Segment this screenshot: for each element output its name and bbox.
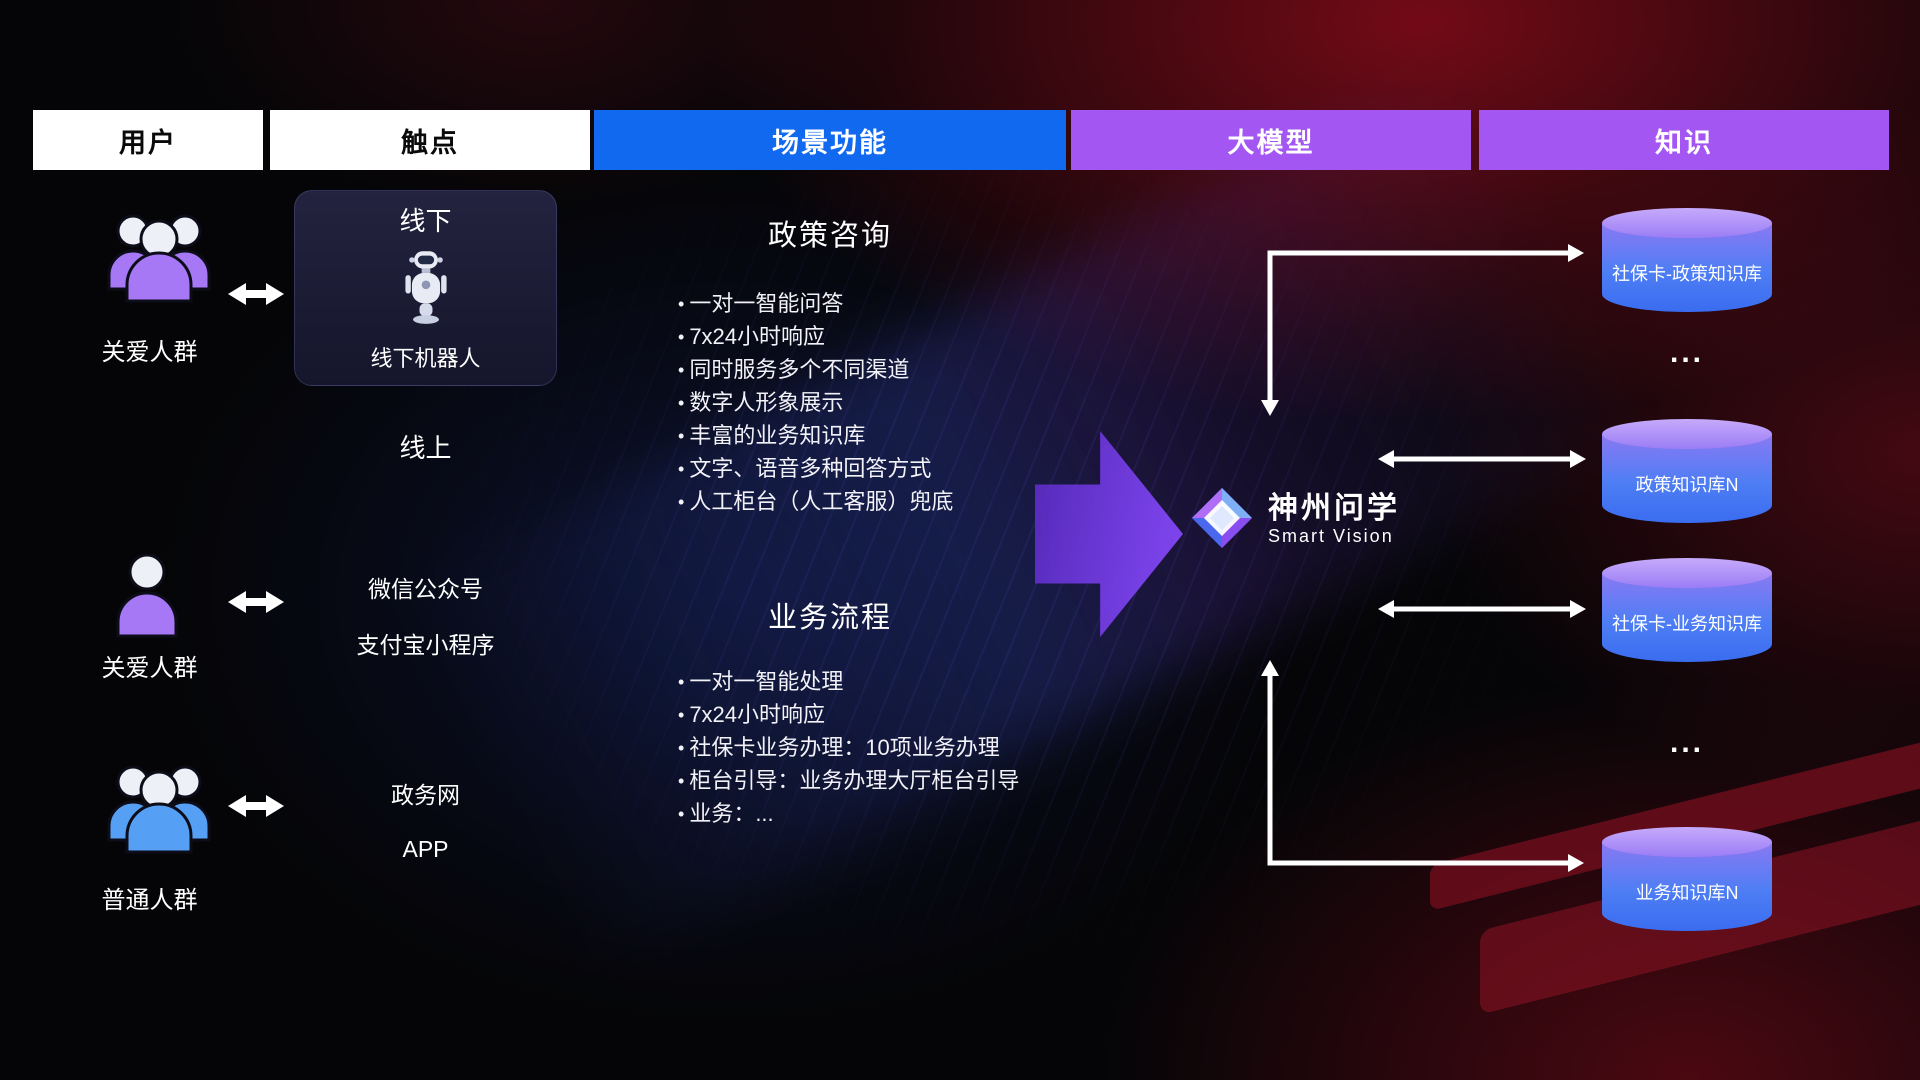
offline-title: 线下 (399, 206, 452, 236)
database-cylinder-business-n: 业务知识库N (1602, 827, 1772, 931)
list-item: 丰富的业务知识库 (678, 420, 953, 453)
list-item: 社保卡业务办理：10项业务办理 (678, 732, 1019, 765)
list-item: 人工柜台（人工客服）兜底 (678, 486, 953, 519)
database-cylinder-policy-shebao: 社保卡-政策知识库 (1602, 208, 1772, 312)
user-group-label: 普通人群 (101, 887, 198, 914)
offline-robot-label: 线下机器人 (370, 346, 481, 371)
list-item: 文字、语音多种回答方式 (678, 453, 953, 486)
list-item: 同时服务多个不同渠道 (678, 354, 953, 387)
model-logo-block: 神州问学 Smart Vision (1190, 486, 1400, 555)
cylinder-top (1602, 827, 1772, 857)
list-item: 一对一智能问答 (678, 288, 953, 321)
list-item: 业务：... (678, 798, 1019, 831)
list-item: 数字人形象展示 (678, 387, 953, 420)
gem-diamond-icon (1190, 486, 1254, 555)
scenario-policy-list: 一对一智能问答 7x24小时响应 同时服务多个不同渠道 数字人形象展示 丰富的业… (678, 288, 953, 519)
scenario-title-policy: 政策咨询 (767, 220, 892, 252)
list-item: 一对一智能处理 (678, 666, 1019, 699)
header-scenarios: 场景功能 (594, 110, 1066, 170)
user-group-label: 关爱人群 (101, 655, 198, 682)
ellipsis-text: ... (1669, 726, 1704, 759)
database-label: 政策知识库N (1635, 474, 1739, 495)
people-group-icon (99, 756, 219, 861)
user-group-label: 关爱人群 (101, 339, 198, 366)
list-item: 柜台引导：业务办理大厅柜台引导 (678, 765, 1019, 798)
scenario-business-list: 一对一智能处理 7x24小时响应 社保卡业务办理：10项业务办理 柜台引导：业务… (678, 666, 1019, 831)
cylinder-top (1602, 208, 1772, 238)
ellipsis-text: ... (1669, 336, 1704, 369)
header-knowledge: 知识 (1479, 110, 1889, 170)
database-label: 业务知识库N (1635, 882, 1739, 903)
model-subtitle: Smart Vision (1268, 526, 1394, 547)
offline-touchpoint-card: 线下 线下机器人 (294, 190, 557, 386)
channel-app: APP (402, 836, 449, 862)
cylinder-top (1602, 558, 1772, 588)
person-icon (112, 548, 182, 645)
header-touchpoints: 触点 (270, 110, 590, 170)
scenario-title-business: 业务流程 (767, 602, 892, 634)
list-item: 7x24小时响应 (678, 321, 953, 354)
database-label: 社保卡-政策知识库 (1612, 263, 1762, 284)
database-label: 社保卡-业务知识库 (1612, 613, 1762, 634)
channel-gov-web: 政务网 (391, 782, 460, 808)
robot-icon (400, 249, 452, 330)
header-users: 用户 (33, 110, 263, 170)
online-title: 线上 (399, 433, 452, 463)
cylinder-top (1602, 419, 1772, 449)
channel-wechat: 微信公众号 (368, 576, 483, 602)
header-model: 大模型 (1071, 110, 1471, 170)
model-name: 神州问学 (1268, 492, 1400, 526)
list-item: 7x24小时响应 (678, 699, 1019, 732)
database-cylinder-business-shebao: 社保卡-业务知识库 (1602, 558, 1772, 662)
database-cylinder-policy-n: 政策知识库N (1602, 419, 1772, 523)
people-group-icon (99, 205, 219, 310)
channel-alipay: 支付宝小程序 (356, 632, 495, 658)
